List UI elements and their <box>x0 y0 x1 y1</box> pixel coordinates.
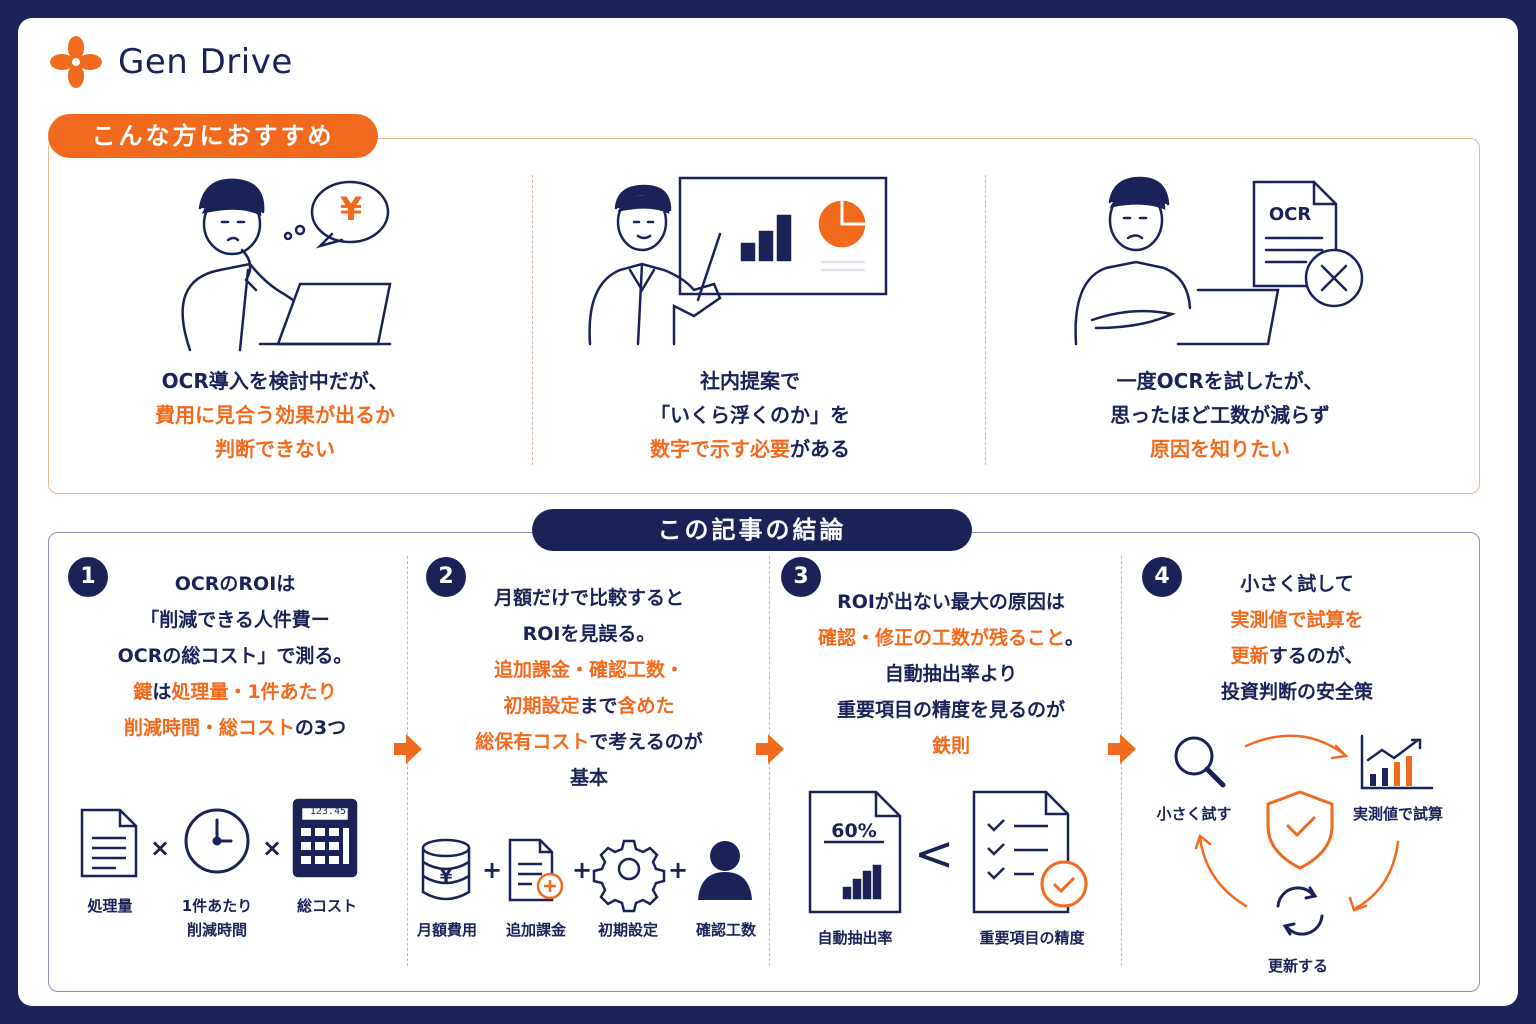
frustrated-person-ocr-illustration: OCR <box>1070 172 1380 351</box>
less-than-sign: < <box>914 826 955 882</box>
calculator-icon: 123.45 <box>292 798 358 882</box>
next-step-arrow-icon <box>394 734 422 768</box>
label-key-field-accuracy: 重要項目の精度 <box>979 929 1085 947</box>
calculator-display: 123.45 <box>309 806 346 817</box>
improvement-cycle-diagram <box>1150 720 1460 964</box>
yen-symbol: ¥ <box>439 866 453 887</box>
persona-3-text: 一度OCRを試したが、 思ったほど工数が減らず 原因を知りたい <box>1110 369 1330 461</box>
step-2-number: 2 <box>426 557 466 597</box>
next-step-arrow-icon <box>1108 734 1136 768</box>
plus-sign: + <box>572 856 593 884</box>
persona-section <box>48 138 1480 494</box>
label-update: 更新する <box>1267 957 1328 975</box>
brand-name: Gen Drive <box>118 42 293 82</box>
presenter-whiteboard-illustration <box>580 172 890 351</box>
persona-2-text: 社内提案で 「いくら浮くのか」を 数字で示す必要がある <box>650 369 850 461</box>
label-try-small: 小さく試す <box>1156 805 1232 823</box>
document-add-icon <box>508 838 566 906</box>
label-per-item: 1件あたり 削減時間 <box>181 897 253 939</box>
label-total-cost: 総コスト <box>296 897 357 915</box>
step-1-number: 1 <box>68 557 108 597</box>
person-icon <box>696 838 754 906</box>
next-step-arrow-icon <box>756 734 784 768</box>
persona-1-text: OCR導入を検討中だが、 費用に見合う効果が出るか 判断できない <box>155 369 395 461</box>
plus-sign: + <box>482 856 503 884</box>
multiply-sign: × <box>262 834 283 862</box>
label-check-effort: 確認工数 <box>695 921 756 939</box>
persona-section-title: こんな方におすすめ <box>48 114 378 158</box>
extraction-rate-value: 60% <box>831 820 877 842</box>
gear-icon <box>592 838 666 913</box>
step-4-number: 4 <box>1142 557 1182 597</box>
document-icon <box>80 808 138 882</box>
label-monthly-fee: 月額費用 <box>416 921 477 939</box>
divider <box>985 175 986 465</box>
label-estimate-with-actuals: 実測値で試算 <box>1352 805 1443 823</box>
yen-bubble-icon: ¥ <box>339 190 363 228</box>
gen-drive-logo-icon <box>48 34 104 94</box>
divider <box>532 175 533 465</box>
step-3-number: 3 <box>781 557 821 597</box>
multiply-sign: × <box>150 834 171 862</box>
checklist-icon <box>972 790 1092 918</box>
worried-person-laptop-illustration: ¥ <box>160 172 400 356</box>
label-extra-charge: 追加課金 <box>505 921 566 939</box>
coin-stack-icon: ¥ <box>420 838 472 906</box>
step-2-text: 月額だけで比較すると ROIを見誤る。 追加課金・確認工数・ 初期設定まで含めた… <box>475 587 703 789</box>
label-initial-setup: 初期設定 <box>597 921 658 939</box>
label-volume: 処理量 <box>87 897 133 915</box>
clock-icon <box>182 806 252 880</box>
step-3-text: ROIが出ない最大の原因は 確認・修正の工数が残ること。 自動抽出率より 重要項… <box>817 591 1085 757</box>
extraction-rate-document-icon: 60% <box>808 790 902 918</box>
step-1-text: OCRのROIは 「削減できる人件費ー OCRの総コスト」で測る。 鍵は処理量・… <box>117 573 353 739</box>
label-extraction-rate: 自動抽出率 <box>817 929 893 947</box>
step-4-text: 小さく試して 実測値で試算を 更新するのが、 投資判断の安全策 <box>1220 573 1373 703</box>
ocr-document-icon: OCR <box>1268 204 1312 225</box>
conclusion-section-title: この記事の結論 <box>532 509 972 551</box>
plus-sign: + <box>668 856 689 884</box>
